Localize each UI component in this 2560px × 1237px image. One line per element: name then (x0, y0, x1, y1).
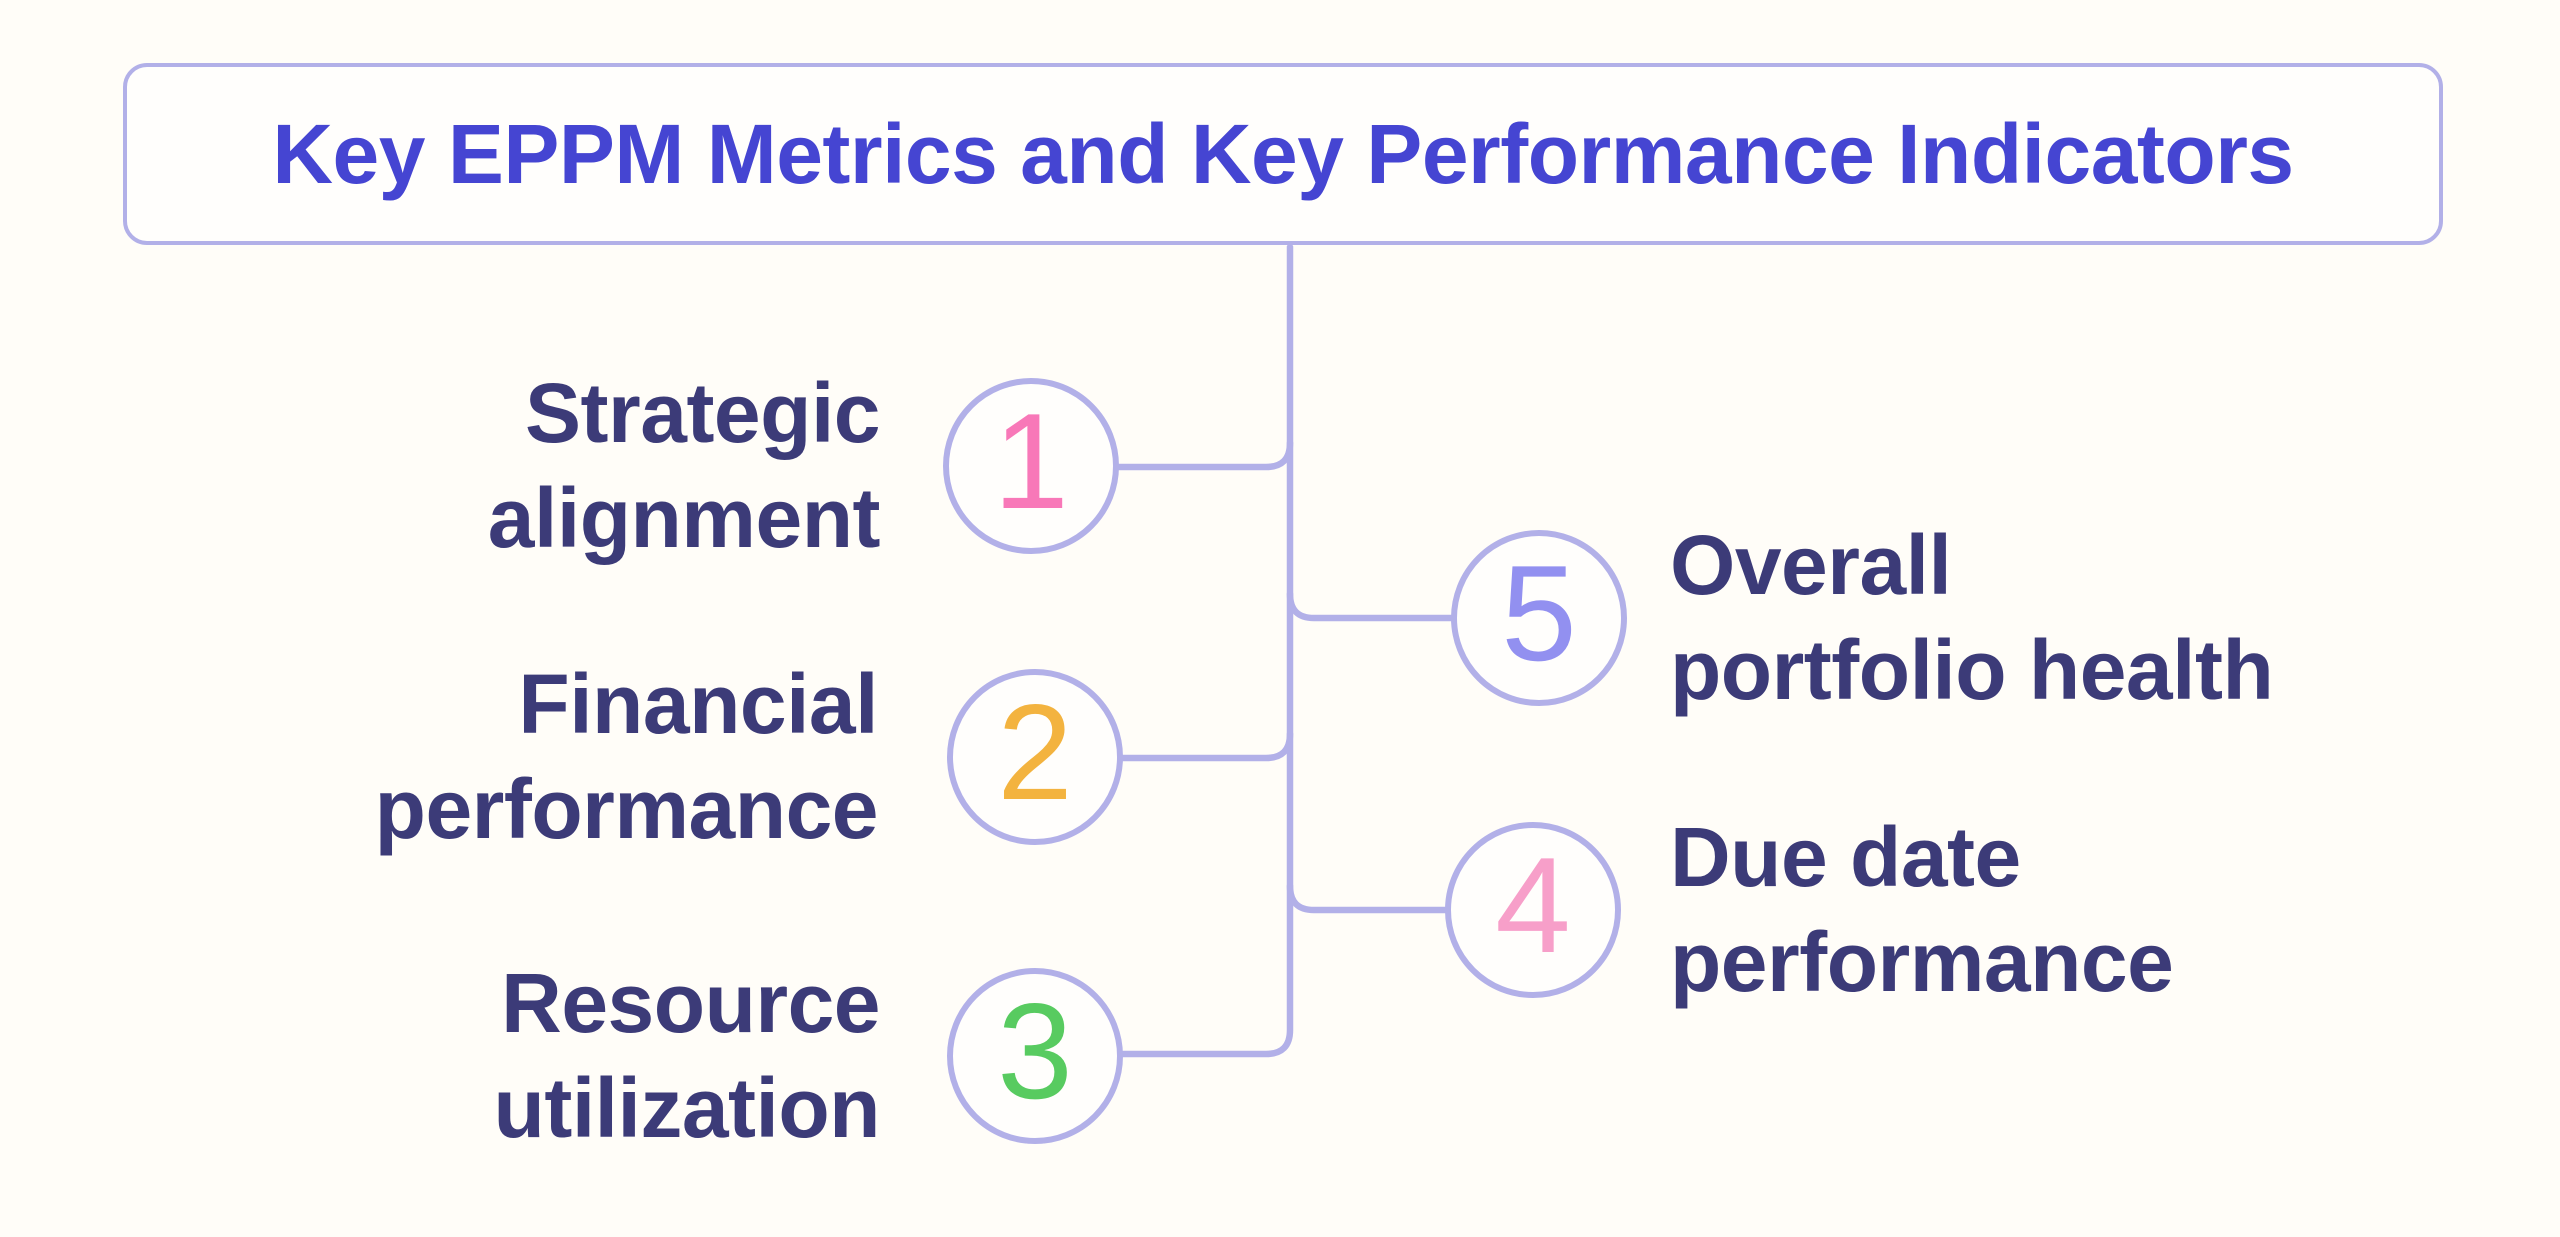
node-number-3: 3 (997, 975, 1073, 1127)
label-line: performance (374, 762, 879, 856)
node-number-2: 2 (997, 676, 1073, 828)
branch-line-node-4 (1286, 882, 1460, 914)
node-circle-5: 5 (1451, 530, 1627, 706)
node-label-financial-performance: Financial performance (374, 652, 879, 862)
node-label-overall-portfolio-health: Overall portfolio health (1670, 513, 2274, 723)
label-line: performance (1670, 915, 2174, 1009)
diagram-title: Key EPPM Metrics and Key Performance Ind… (272, 106, 2294, 201)
node-circle-2: 2 (947, 669, 1123, 845)
node-label-resource-utilization: Resource utilization (493, 951, 881, 1161)
branch-line-node-2 (1108, 730, 1294, 762)
node-number-4: 4 (1495, 829, 1571, 981)
node-label-due-date-performance: Due date performance (1670, 805, 2174, 1015)
node-number-1: 1 (993, 385, 1069, 537)
label-line: Due date (1670, 810, 2021, 904)
node-circle-4: 4 (1445, 822, 1621, 998)
label-line: Overall (1670, 518, 1952, 612)
label-line: Resource (501, 956, 880, 1050)
node-number-5: 5 (1501, 537, 1577, 689)
node-label-strategic-alignment: Strategic alignment (487, 361, 881, 571)
branch-line-node-5 (1286, 590, 1466, 622)
node-circle-1: 1 (943, 378, 1119, 554)
branch-line-node-1 (1104, 439, 1294, 471)
title-box: Key EPPM Metrics and Key Performance Ind… (123, 63, 2443, 245)
label-line: utilization (493, 1061, 881, 1155)
label-line: Financial (518, 657, 878, 751)
label-line: alignment (487, 471, 881, 565)
node-circle-3: 3 (947, 968, 1123, 1144)
label-line: portfolio health (1670, 623, 2274, 717)
trunk-line (1108, 243, 1294, 1058)
label-line: Strategic (525, 366, 880, 460)
